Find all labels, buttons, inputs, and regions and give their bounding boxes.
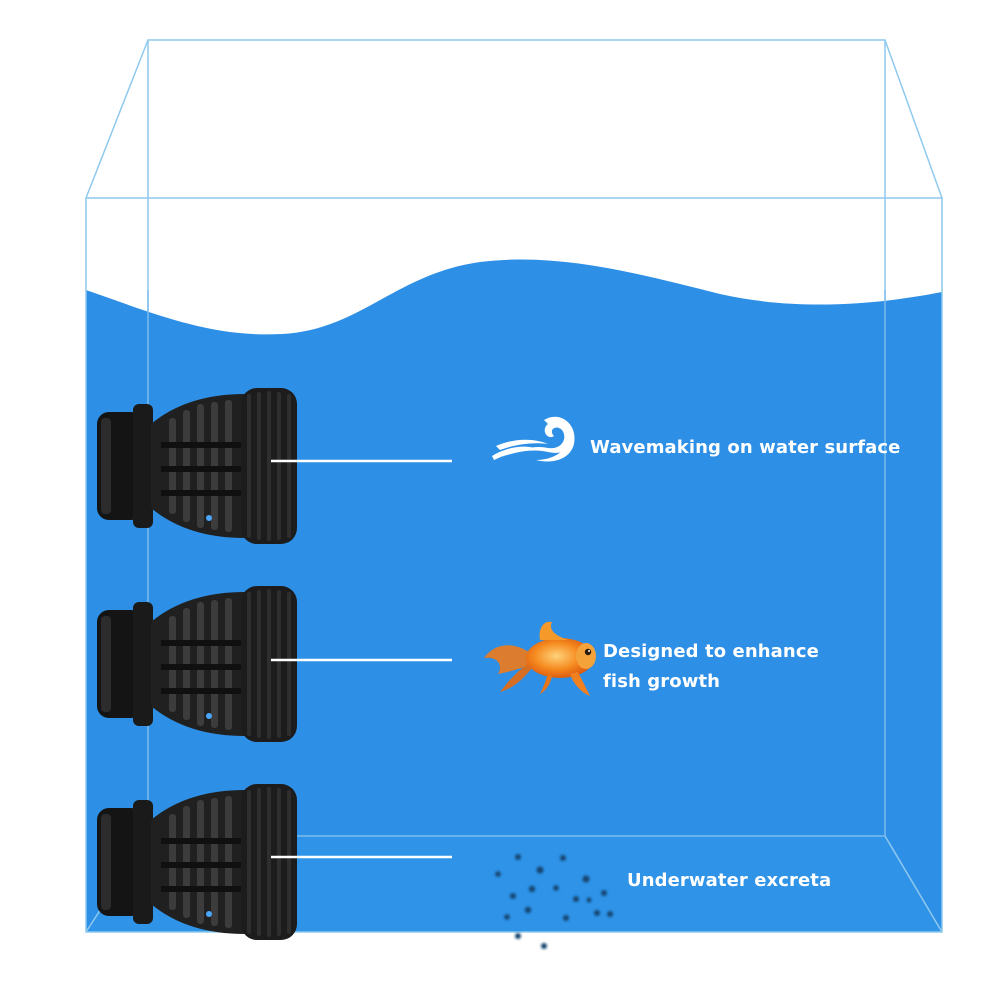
wave-icon [490,416,575,462]
feature-text-line-1: Designed to enhance [603,641,819,662]
feature-label-excreta: Underwater excreta [627,866,831,896]
goldfish-icon [484,621,596,696]
feature-text: Underwater excreta [627,870,832,891]
feature-text-line-2: fish growth [603,671,721,692]
water-body [86,259,942,932]
feature-label-wavemaking: Wavemaking on water surface [590,433,900,463]
particles-icon [495,854,613,949]
tank-floor [86,836,942,932]
feature-text: Wavemaking on water surface [590,437,901,458]
feature-label-fish-growth: Designed to enhance fish growth [603,637,863,697]
